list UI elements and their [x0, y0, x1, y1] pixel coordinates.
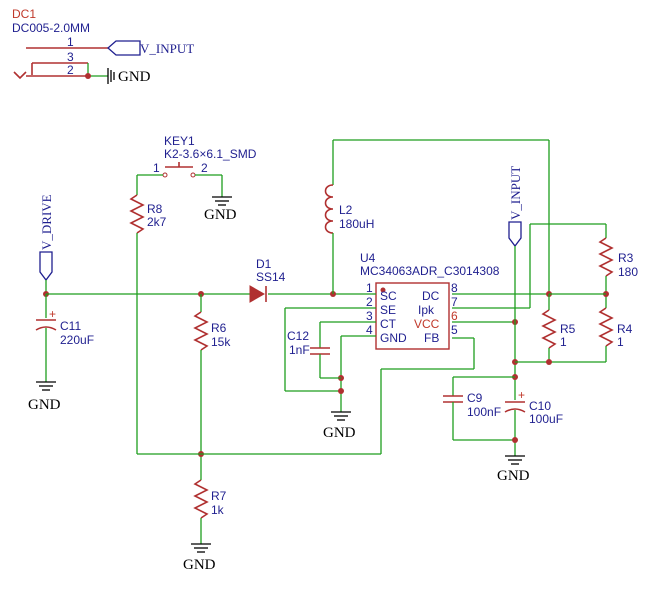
svg-text:220uF: 220uF — [60, 333, 94, 347]
svg-text:5: 5 — [451, 323, 458, 337]
svg-text:R4: R4 — [617, 322, 633, 336]
gnd-symbol-r7: GND — [183, 543, 216, 573]
dc1-value: DC005-2.0MM — [12, 21, 90, 35]
r6-resistor[interactable]: R6 15k — [193, 311, 231, 351]
svg-text:U4: U4 — [360, 251, 376, 265]
r7-resistor[interactable]: R7 1k — [193, 479, 227, 519]
svg-text:3: 3 — [366, 309, 373, 323]
gnd-symbol-u4: GND — [323, 411, 356, 441]
svg-text:Ipk: Ipk — [418, 303, 435, 317]
r8-resistor[interactable]: R8 2k7 — [129, 194, 167, 234]
svg-text:+: + — [518, 388, 525, 402]
gnd-symbol-c10: GND — [497, 455, 530, 484]
r5-resistor[interactable]: R5 1 — [541, 309, 576, 349]
svg-text:1: 1 — [560, 335, 567, 349]
v-input-flag-right: V_INPUT — [508, 166, 523, 248]
svg-text:1nF: 1nF — [289, 343, 310, 357]
svg-text:L2: L2 — [339, 203, 353, 217]
svg-text:SS14: SS14 — [256, 270, 286, 284]
svg-text:R3: R3 — [618, 251, 634, 265]
svg-text:2k7: 2k7 — [147, 215, 167, 229]
svg-text:V_DRIVE: V_DRIVE — [39, 194, 54, 250]
c10-capacitor[interactable]: + C10 100uF — [504, 388, 563, 426]
svg-text:7: 7 — [451, 295, 458, 309]
key1-switch[interactable]: KEY1 K2-3.6×6.1_SMD 1 2 — [153, 134, 257, 178]
svg-text:C9: C9 — [467, 391, 483, 405]
dc1-plug-symbol — [13, 71, 27, 80]
svg-text:180: 180 — [618, 265, 638, 279]
svg-text:2: 2 — [366, 295, 373, 309]
key1-ref: KEY1 — [164, 134, 195, 148]
svg-text:GND: GND — [380, 331, 407, 345]
svg-text:C12: C12 — [287, 329, 309, 343]
svg-text:D1: D1 — [256, 257, 272, 271]
svg-text:DC: DC — [422, 289, 440, 303]
svg-text:180uH: 180uH — [339, 217, 374, 231]
svg-text:SE: SE — [380, 303, 396, 317]
svg-text:1: 1 — [153, 161, 160, 175]
svg-text:GND: GND — [183, 557, 216, 573]
svg-text:GND: GND — [204, 207, 237, 223]
svg-text:V_INPUT: V_INPUT — [140, 41, 194, 56]
l2-inductor[interactable]: L2 180uH — [324, 184, 375, 234]
svg-text:SC: SC — [380, 289, 397, 303]
svg-text:R7: R7 — [211, 489, 227, 503]
d1-diode[interactable]: D1 SS14 — [249, 257, 286, 303]
svg-text:GND: GND — [497, 468, 530, 484]
key1-value: K2-3.6×6.1_SMD — [164, 147, 257, 161]
svg-text:C10: C10 — [529, 399, 551, 413]
svg-text:1k: 1k — [211, 503, 225, 517]
svg-text:R5: R5 — [560, 322, 576, 336]
svg-text:R6: R6 — [211, 321, 227, 335]
svg-text:2: 2 — [201, 161, 208, 175]
svg-text:15k: 15k — [211, 335, 231, 349]
v-input-flag-top: V_INPUT — [107, 40, 194, 56]
c11-capacitor[interactable]: + C11 220uF — [35, 307, 94, 347]
svg-text:1: 1 — [366, 281, 373, 295]
c9-capacitor[interactable]: C9 100nF — [443, 391, 501, 419]
svg-text:4: 4 — [366, 323, 373, 337]
gnd-symbol-top: GND — [107, 68, 151, 85]
svg-text:8: 8 — [451, 281, 458, 295]
v-drive-flag: V_DRIVE — [39, 194, 54, 282]
svg-text:2: 2 — [67, 63, 74, 77]
svg-text:FB: FB — [424, 331, 439, 345]
svg-text:VCC: VCC — [414, 317, 440, 331]
svg-text:6: 6 — [451, 309, 458, 323]
svg-text:R8: R8 — [147, 202, 163, 216]
gnd-symbol-c11: GND — [28, 381, 61, 413]
svg-text:GND: GND — [118, 69, 151, 85]
u4-ic[interactable]: U4 MC34063ADR_C3014308 SC SE CT GND DC I… — [360, 251, 500, 350]
dc1-connector[interactable]: DC1 DC005-2.0MM 1 3 2 — [12, 7, 108, 80]
svg-text:3: 3 — [67, 50, 74, 64]
dc1-ref: DC1 — [12, 7, 36, 21]
svg-text:1: 1 — [67, 35, 74, 49]
r4-resistor[interactable]: R4 1 — [598, 307, 633, 349]
svg-text:+: + — [49, 307, 56, 321]
svg-text:CT: CT — [380, 317, 397, 331]
svg-text:100nF: 100nF — [467, 405, 501, 419]
svg-text:V_INPUT: V_INPUT — [508, 166, 523, 220]
svg-text:1: 1 — [617, 335, 624, 349]
r3-resistor[interactable]: R3 180 — [598, 237, 638, 279]
c12-capacitor[interactable]: C12 1nF — [287, 329, 330, 357]
svg-text:GND: GND — [28, 397, 61, 413]
svg-text:GND: GND — [323, 425, 356, 441]
svg-text:C11: C11 — [60, 319, 81, 333]
svg-text:MC34063ADR_C3014308: MC34063ADR_C3014308 — [360, 264, 500, 278]
gnd-symbol-key1: GND — [204, 196, 237, 223]
svg-text:100uF: 100uF — [529, 412, 563, 426]
